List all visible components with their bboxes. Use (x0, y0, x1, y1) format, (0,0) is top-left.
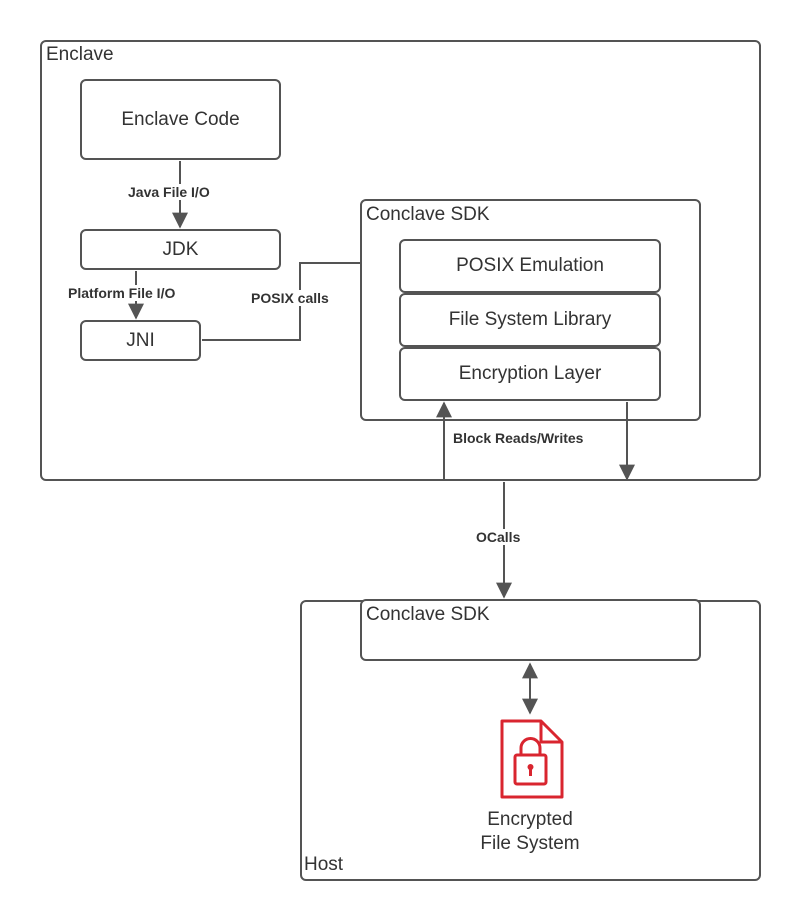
encrypted-caption-line-1: Encrypted (487, 809, 573, 830)
java-file-io-label: Java File I/O (128, 184, 210, 200)
posix-emulation-layer: POSIX Emulation (399, 239, 661, 293)
enclave-code-node: Enclave Code (80, 79, 281, 160)
encrypted-file-system-caption: Encrypted File System (460, 808, 600, 856)
jdk-node: JDK (80, 229, 281, 270)
posix-calls-label: POSIX calls (251, 290, 329, 306)
host-conclave-sdk-box (360, 599, 701, 661)
file-system-library-layer: File System Library (399, 293, 661, 347)
enclave-label: Enclave (46, 44, 114, 65)
encrypted-file-lock-icon (500, 719, 564, 799)
jni-node: JNI (80, 320, 201, 361)
block-reads-writes-label: Block Reads/Writes (453, 430, 584, 446)
enclave-conclave-sdk-label: Conclave SDK (366, 204, 490, 225)
host-label: Host (304, 854, 344, 875)
encryption-layer: Encryption Layer (399, 347, 661, 401)
platform-file-io-label: Platform File I/O (68, 285, 176, 301)
encrypted-caption-line-2: File System (480, 833, 580, 854)
ocalls-label: OCalls (476, 529, 521, 545)
host-conclave-sdk-label: Conclave SDK (366, 604, 490, 625)
